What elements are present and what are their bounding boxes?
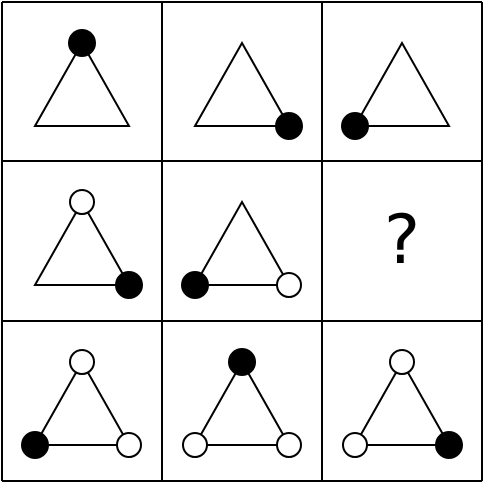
hollow-circle-bottom-left (342, 432, 368, 458)
triangle-shape (353, 40, 451, 127)
filled-circle-bottom-left (21, 431, 49, 459)
cell-r3-c1 (21, 349, 142, 459)
cell-r2-c2 (181, 199, 302, 299)
filled-circle-top (68, 29, 96, 57)
filled-circle-bottom-left (341, 112, 369, 140)
filled-circle-bottom-right (115, 271, 143, 299)
triangle-shape (33, 199, 131, 286)
grid-cells: ? (21, 29, 463, 459)
filled-circle-bottom-left (181, 271, 209, 299)
filled-circle-bottom-right (275, 112, 303, 140)
cell-r2-c1 (33, 189, 143, 299)
filled-circle-bottom-right (435, 431, 463, 459)
filled-circle-top (228, 348, 256, 376)
triangle-shape (193, 359, 291, 446)
triangle-shape (193, 40, 291, 127)
hollow-circle-top (69, 349, 95, 375)
cell-r3-c2 (182, 348, 302, 458)
hollow-circle-bottom-right (116, 432, 142, 458)
cell-r1-c1 (33, 29, 131, 127)
triangle-shape (33, 359, 131, 446)
hollow-circle-top (389, 349, 415, 375)
triangle-shape (193, 199, 291, 286)
hollow-circle-bottom-left (182, 432, 208, 458)
triangle-shape (33, 40, 131, 127)
cell-r1-c2 (193, 40, 303, 140)
hollow-circle-top (69, 189, 95, 215)
cell-r2-c3: ? (384, 201, 420, 280)
cell-r1-c3 (341, 40, 451, 140)
cell-r3-c3 (342, 349, 463, 459)
triangle-shape (353, 359, 451, 446)
question-mark: ? (384, 201, 420, 280)
hollow-circle-bottom-right (276, 272, 302, 298)
hollow-circle-bottom-right (276, 432, 302, 458)
